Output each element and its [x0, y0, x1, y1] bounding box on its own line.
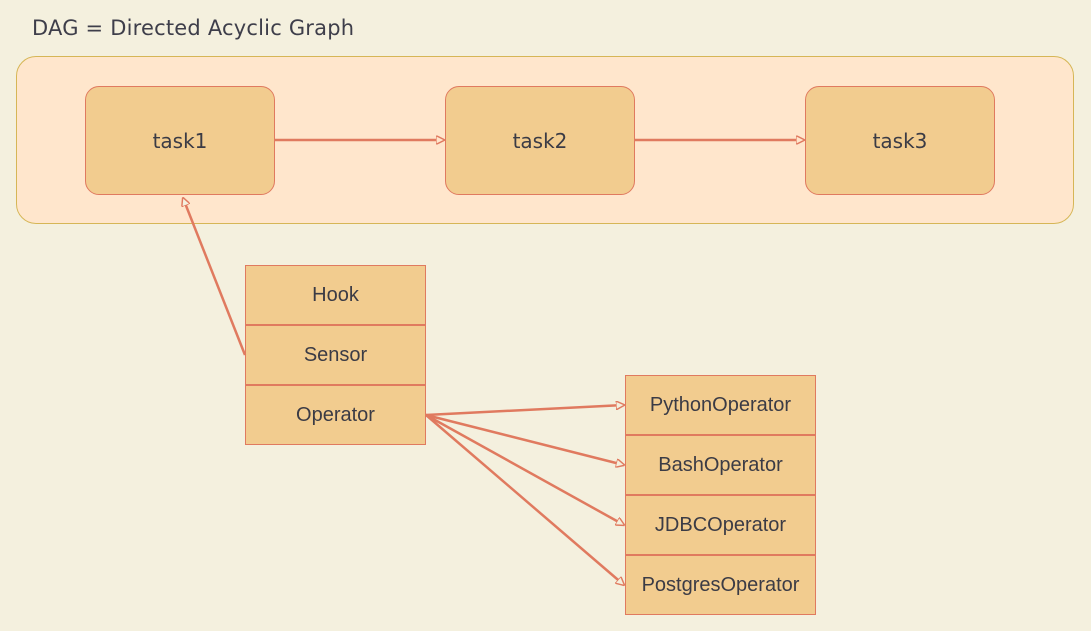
task-node-2[interactable]: task2 — [445, 86, 635, 195]
operator-jdbc[interactable]: JDBCOperator — [625, 495, 816, 555]
component-sensor[interactable]: Sensor — [245, 325, 426, 385]
component-operator[interactable]: Operator — [245, 385, 426, 445]
operator-python[interactable]: PythonOperator — [625, 375, 816, 435]
edge-operator-python — [425, 405, 624, 417]
task-node-1[interactable]: task1 — [85, 86, 275, 195]
edge-operator-postgres — [425, 414, 624, 585]
edge-operator-jdbc — [425, 413, 624, 525]
edge-operator-bash — [425, 413, 624, 465]
task-node-3[interactable]: task3 — [805, 86, 995, 195]
diagram-title: DAG = Directed Acyclic Graph — [32, 16, 355, 40]
operator-postgres[interactable]: PostgresOperator — [625, 555, 816, 615]
component-hook[interactable]: Hook — [245, 265, 426, 325]
edge-components-task1 — [183, 198, 247, 356]
operator-bash[interactable]: BashOperator — [625, 435, 816, 495]
